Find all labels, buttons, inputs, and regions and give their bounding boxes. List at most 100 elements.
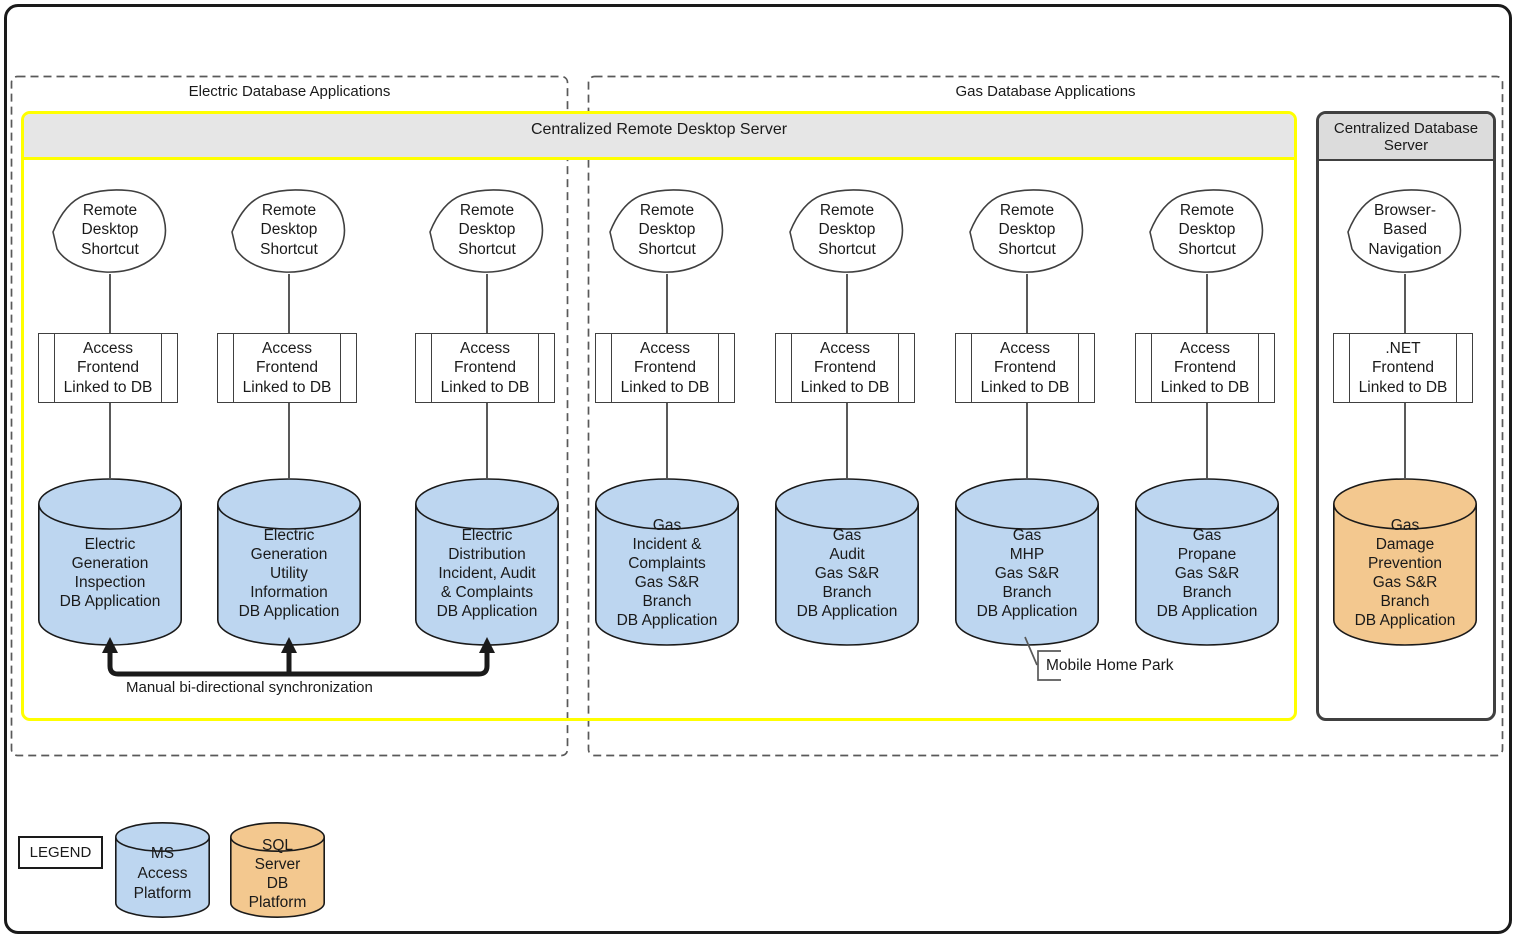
- app-column: Remote Desktop Shortcut Access Frontend …: [953, 185, 1101, 655]
- legend-title: LEGEND: [29, 844, 92, 861]
- predefined-process-line: [611, 334, 612, 402]
- predefined-process-line: [971, 334, 972, 402]
- connector-line: [1404, 274, 1406, 333]
- frontend-label: Access Frontend Linked to DB: [980, 339, 1070, 396]
- predefined-process-line: [1349, 334, 1350, 402]
- db-cylinder: [955, 478, 1099, 646]
- legend-ms-access-cylinder: MS Access Platform: [114, 821, 211, 919]
- legend-sql-server-cylinder: SQL Server DB Platform: [229, 821, 326, 919]
- predefined-process-line: [1078, 334, 1079, 402]
- db-cylinder: [1333, 478, 1477, 646]
- predefined-process-line: [340, 334, 341, 402]
- app-column: Remote Desktop Shortcut Access Frontend …: [593, 185, 741, 655]
- shortcut-label: Remote Desktop Shortcut: [998, 201, 1056, 258]
- frontend-label: Access Frontend Linked to DB: [440, 339, 530, 396]
- frontend-label: Access Frontend Linked to DB: [63, 339, 153, 396]
- db-label: Gas Incident & Complaints Gas S&R Branch…: [616, 517, 718, 629]
- remote-access-shortcut-shape: [969, 189, 1084, 273]
- predefined-process-line: [431, 334, 432, 402]
- remote-desktop-server-box: Centralized Remote Desktop Server: [21, 111, 1297, 721]
- connector-line: [486, 274, 488, 333]
- frontend-label: Access Frontend Linked to DB: [1160, 339, 1250, 396]
- db-label: Electric Generation Inspection DB Applic…: [59, 536, 161, 610]
- remote-access-shortcut-shape: [1149, 189, 1264, 273]
- app-column: Remote Desktop Shortcut Access Frontend …: [773, 185, 921, 655]
- connector-line: [846, 403, 848, 478]
- predefined-process-line: [898, 334, 899, 402]
- db-cylinder: [775, 478, 919, 646]
- connector-line: [1206, 274, 1208, 333]
- db-cylinder: [38, 478, 182, 646]
- remote-access-shortcut-shape: [231, 189, 346, 273]
- predefined-process-line: [233, 334, 234, 402]
- shortcut-label: Remote Desktop Shortcut: [638, 201, 696, 258]
- predefined-process-line: [538, 334, 539, 402]
- frontend-label: Access Frontend Linked to DB: [620, 339, 710, 396]
- db-cylinder: [1135, 478, 1279, 646]
- shortcut-label: Remote Desktop Shortcut: [1178, 201, 1236, 258]
- predefined-process-line: [1151, 334, 1152, 402]
- connector-line: [109, 274, 111, 333]
- app-column: Browser- Based Navigation .NET Frontend …: [1331, 185, 1479, 655]
- connector-line: [486, 403, 488, 478]
- shortcut-label: Remote Desktop Shortcut: [818, 201, 876, 258]
- app-column: Remote Desktop Shortcut Access Frontend …: [413, 185, 561, 655]
- frontend-box: Access Frontend Linked to DB: [955, 333, 1095, 403]
- frontend-box: Access Frontend Linked to DB: [775, 333, 915, 403]
- connector-line: [1026, 403, 1028, 478]
- predefined-process-line: [791, 334, 792, 402]
- remote-access-shortcut-shape: [52, 189, 167, 273]
- app-column: Remote Desktop Shortcut Access Frontend …: [1133, 185, 1281, 655]
- electric-section-label: Electric Database Applications: [188, 83, 391, 100]
- sync-label: Manual bi-directional synchronization: [126, 679, 373, 696]
- predefined-process-line: [54, 334, 55, 402]
- predefined-process-line: [718, 334, 719, 402]
- frontend-label: .NET Frontend Linked to DB: [1358, 339, 1448, 396]
- frontend-box: Access Frontend Linked to DB: [1135, 333, 1275, 403]
- connector-line: [109, 403, 111, 478]
- shortcut-label: Remote Desktop Shortcut: [260, 201, 318, 258]
- mhp-callout-label: Mobile Home Park: [1046, 657, 1174, 674]
- db-label: Electric Distribution Incident, Audit & …: [436, 526, 538, 620]
- db-label: Electric Generation Utility Information …: [238, 526, 340, 620]
- frontend-label: Access Frontend Linked to DB: [800, 339, 890, 396]
- frontend-box: .NET Frontend Linked to DB: [1333, 333, 1473, 403]
- shortcut-label: Remote Desktop Shortcut: [81, 201, 139, 258]
- db-label: Gas MHP Gas S&R Branch DB Application: [976, 526, 1078, 620]
- connector-line: [1026, 274, 1028, 333]
- remote-access-shortcut-shape: [609, 189, 724, 273]
- shortcut-label: Browser- Based Navigation: [1368, 201, 1442, 258]
- predefined-process-line: [1456, 334, 1457, 402]
- frontend-box: Access Frontend Linked to DB: [38, 333, 178, 403]
- legend-ms-access-label: MS Access Platform: [133, 845, 192, 902]
- legend-title-box: LEGEND: [18, 836, 103, 869]
- db-cylinder: [217, 478, 361, 646]
- outer-border: [4, 4, 1512, 934]
- remote-access-shortcut-shape: [1347, 189, 1462, 273]
- gas-section-label: Gas Database Applications: [955, 83, 1136, 100]
- connector-line: [1206, 403, 1208, 478]
- remote-access-shortcut-shape: [789, 189, 904, 273]
- connector-line: [1404, 403, 1406, 478]
- frontend-label: Access Frontend Linked to DB: [242, 339, 332, 396]
- predefined-process-line: [1258, 334, 1259, 402]
- frontend-box: Access Frontend Linked to DB: [217, 333, 357, 403]
- predefined-process-line: [161, 334, 162, 402]
- remote-desktop-server-header: Centralized Remote Desktop Server: [24, 114, 1294, 160]
- database-server-header: Centralized Database Server: [1319, 114, 1493, 161]
- connector-line: [846, 274, 848, 333]
- connector-line: [666, 274, 668, 333]
- frontend-box: Access Frontend Linked to DB: [595, 333, 735, 403]
- remote-access-shortcut-shape: [429, 189, 544, 273]
- app-column: Remote Desktop Shortcut Access Frontend …: [215, 185, 363, 655]
- connector-line: [288, 403, 290, 478]
- db-cylinder: [415, 478, 559, 646]
- app-column: Remote Desktop Shortcut Access Frontend …: [36, 185, 184, 655]
- connector-line: [288, 274, 290, 333]
- shortcut-label: Remote Desktop Shortcut: [458, 201, 516, 258]
- connector-line: [666, 403, 668, 478]
- electric-section-box: [10, 75, 569, 757]
